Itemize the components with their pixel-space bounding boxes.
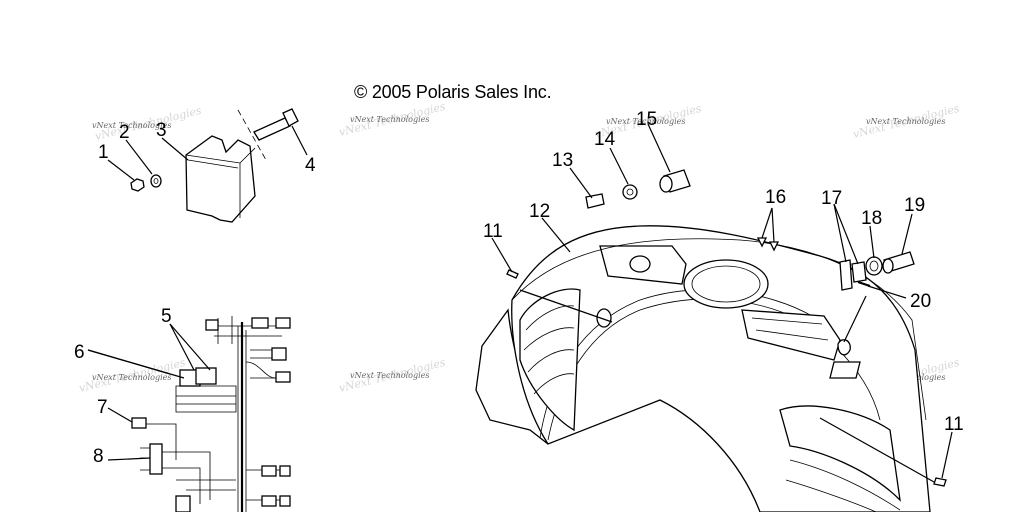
copyright-notice: © 2005 Polaris Sales Inc. bbox=[354, 82, 552, 102]
callout-6: 6 bbox=[74, 342, 85, 363]
callout-11-left: 11 bbox=[483, 221, 503, 242]
callout-7: 7 bbox=[97, 397, 108, 418]
callout-1: 1 bbox=[98, 142, 109, 163]
callout-8: 8 bbox=[93, 446, 104, 467]
callout-5: 5 bbox=[161, 306, 172, 327]
module-assembly bbox=[107, 108, 308, 223]
washer-part bbox=[150, 174, 162, 188]
callout-16: 16 bbox=[765, 187, 786, 208]
dash-small-parts bbox=[506, 169, 947, 487]
wiring-harness bbox=[87, 316, 291, 512]
callout-20: 20 bbox=[910, 291, 931, 312]
callout-11-right: 11 bbox=[944, 414, 964, 435]
callout-12: 12 bbox=[529, 201, 550, 222]
watermark: vNext Technologies bbox=[350, 115, 429, 124]
leader-lines bbox=[491, 123, 953, 483]
callout-labels: 1 2 3 4 5 6 7 8 11 12 13 14 15 16 17 18 … bbox=[74, 109, 964, 467]
callout-19: 19 bbox=[904, 195, 925, 216]
callout-2: 2 bbox=[119, 122, 130, 143]
callout-13: 13 bbox=[552, 150, 573, 171]
watermark: vNext Technologies bbox=[92, 121, 171, 130]
nut-part bbox=[130, 178, 145, 192]
callout-4: 4 bbox=[305, 155, 316, 176]
watermark: vNext Technologies bbox=[606, 117, 685, 126]
watermark: vNext Technologies bbox=[350, 371, 429, 380]
callout-18: 18 bbox=[861, 208, 882, 229]
callout-15: 15 bbox=[636, 109, 657, 130]
bolt-part bbox=[237, 108, 299, 161]
watermark: vNext Technologies bbox=[92, 373, 171, 382]
callout-17: 17 bbox=[821, 188, 842, 209]
module-box-part bbox=[185, 135, 256, 223]
watermark: vNext Technologies bbox=[866, 117, 945, 126]
callout-3: 3 bbox=[156, 120, 167, 141]
callout-14: 14 bbox=[594, 129, 616, 150]
dash-panel-assembly bbox=[475, 225, 931, 512]
